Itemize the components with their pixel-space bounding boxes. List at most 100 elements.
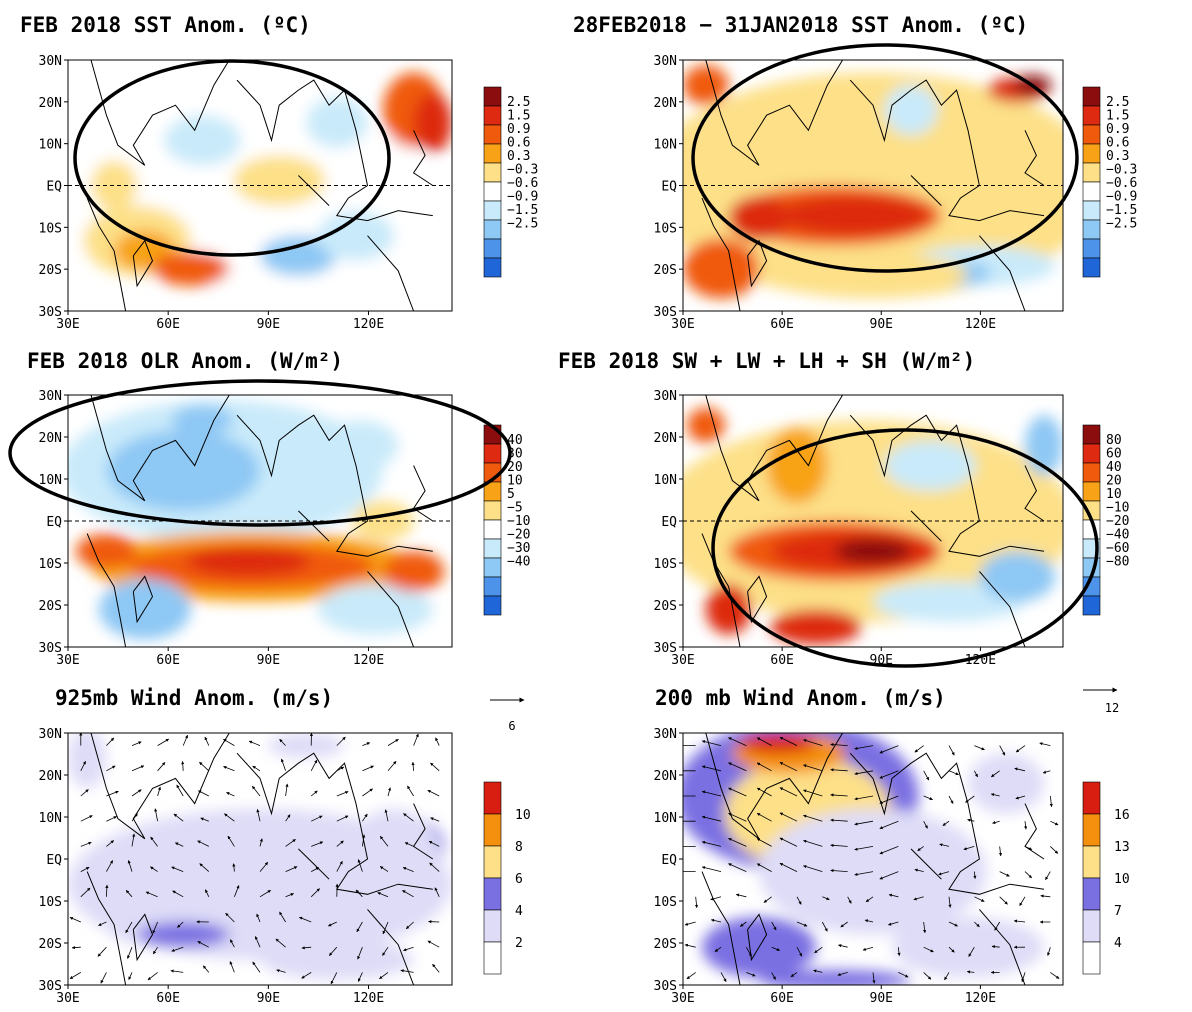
x-tick-label: 90E (257, 991, 280, 1006)
x-tick-label: 60E (156, 991, 179, 1006)
colorbar-label: 40 (507, 433, 523, 448)
x-tick-label: 30E (671, 653, 694, 668)
colorbar-label: 10 (507, 474, 523, 489)
map-panel-4: FEB 2018 SW + LW + LH + SH (W/m²) 30N 20N 1… (558, 349, 1129, 668)
x-tick-label: 30E (56, 653, 79, 668)
x-tick-label: 60E (770, 653, 793, 668)
y-tick-label: 30N (654, 54, 677, 69)
map-panel-6: 200 mb Wind Anom. (m/s)30N20N10NEQ10S20S… (654, 686, 1130, 1006)
colorbar-label: −0.9 (1106, 190, 1137, 205)
x-tick-label: 90E (870, 991, 893, 1006)
y-tick-label: 20S (39, 937, 62, 952)
colorbar-label: 6 (515, 872, 523, 887)
colorbar-label: 4 (1114, 936, 1122, 951)
colorbar-label: 60 (1106, 447, 1122, 462)
y-tick-label: 30N (39, 54, 62, 69)
colorbar-label: −1.5 (1106, 203, 1137, 218)
y-tick-label: 20N (39, 96, 62, 111)
x-tick-label: 30E (671, 991, 694, 1006)
colorbar-label: 4 (515, 904, 523, 919)
highlight-ellipse (711, 428, 1099, 668)
y-tick-label: 30S (654, 641, 677, 656)
colorbar-label: 8 (515, 840, 523, 855)
wind-vectors (69, 733, 440, 985)
colorbar-label: 80 (1106, 433, 1122, 448)
colorbar-label: −40 (1106, 528, 1129, 543)
y-tick-label: 20N (39, 431, 62, 446)
y-tick-label: EQ (46, 853, 62, 868)
y-tick-label: 20N (654, 96, 677, 111)
colorbar: 2.51.50.90.60.3−0.3−0.6−0.9−1.5−2.5 (483, 86, 538, 278)
panel-title: FEB 2018 SST Anom. (ºC) (20, 13, 311, 37)
colorbar-label: 20 (1106, 474, 1122, 489)
y-tick-label: 10N (39, 138, 62, 153)
wind-vectors (683, 736, 1060, 984)
y-tick-label: 20S (39, 263, 62, 278)
map-area (68, 395, 452, 647)
coastlines (86, 395, 434, 647)
y-tick-label: EQ (46, 515, 62, 530)
colorbar-label: −30 (507, 541, 530, 556)
panel-title: 200 mb Wind Anom. (m/s) (655, 686, 946, 710)
colorbar-label: 0.6 (507, 136, 530, 151)
colorbar-label: −5 (507, 501, 523, 516)
colorbar-label: 7 (1114, 904, 1122, 919)
y-tick-label: 30N (39, 389, 62, 404)
y-tick-label: 10S (654, 221, 677, 236)
y-tick-label: 10S (654, 895, 677, 910)
colorbar-label: −10 (507, 514, 530, 529)
y-tick-label: 20N (654, 431, 677, 446)
reference-vector-label: 6 (508, 719, 515, 733)
colorbar-label: 20 (507, 460, 523, 475)
y-tick-label: EQ (661, 515, 677, 530)
x-tick-label: 90E (257, 317, 280, 332)
y-tick-label: 20N (39, 769, 62, 784)
colorbar-label: −0.9 (507, 190, 538, 205)
y-tick-label: 10S (39, 557, 62, 572)
y-tick-label: EQ (46, 180, 62, 195)
coastlines (701, 733, 1045, 985)
y-tick-label: 20S (654, 599, 677, 614)
map-area (68, 60, 452, 311)
colorbar-label: 2.5 (1106, 95, 1129, 110)
x-tick-label: 30E (56, 317, 79, 332)
y-tick-label: 10N (654, 473, 677, 488)
y-tick-label: 30N (654, 389, 677, 404)
coastlines (701, 60, 1045, 311)
map-panel-2: 28FEB2018 − 31JAN2018 SST Anom. (ºC)30N2… (573, 13, 1137, 332)
x-tick-label: 120E (353, 991, 384, 1006)
y-tick-label: 30S (654, 979, 677, 994)
y-tick-label: EQ (661, 853, 677, 868)
colorbar-label: 0.9 (507, 122, 530, 137)
map-panel-5: 925mb Wind Anom. (m/s)30N20N10NEQ10S20S3… (39, 686, 531, 1006)
map-panel-3: FEB 2018 OLR Anom. (W/m²)30N20N10NEQ10S2… (8, 349, 530, 668)
x-tick-label: 60E (156, 317, 179, 332)
y-tick-label: 10S (39, 895, 62, 910)
colorbar-label: −0.3 (1106, 163, 1137, 178)
colorbar-label: 0.9 (1106, 122, 1129, 137)
colorbar-label: −0.6 (1106, 176, 1137, 191)
colorbar-label: 0.6 (1106, 136, 1129, 151)
y-tick-label: 20S (654, 263, 677, 278)
y-tick-label: 30N (39, 727, 62, 742)
y-tick-label: EQ (661, 180, 677, 195)
y-tick-label: 10N (39, 473, 62, 488)
x-tick-label: 60E (770, 317, 793, 332)
colorbar-label: −20 (1106, 514, 1129, 529)
highlight-ellipse (691, 43, 1079, 273)
x-tick-label: 30E (56, 991, 79, 1006)
colorbar-label: −20 (507, 528, 530, 543)
colorbar-label: 10 (1114, 872, 1130, 887)
map-area (68, 733, 452, 985)
y-tick-label: 20S (654, 937, 677, 952)
highlight-ellipse (73, 59, 391, 257)
x-tick-label: 90E (257, 653, 280, 668)
y-tick-label: 30S (39, 641, 62, 656)
colorbar-label: 40 (1106, 460, 1122, 475)
map-panel-1: FEB 2018 SST Anom. (ºC)30N20N10NEQ10S20S… (20, 13, 538, 332)
colorbar-label: −0.3 (507, 163, 538, 178)
panel-title: FEB 2018 SW + LW + LH + SH (W/m²) (558, 349, 975, 373)
y-tick-label: 10N (654, 811, 677, 826)
colorbar-label: −2.5 (507, 217, 538, 232)
